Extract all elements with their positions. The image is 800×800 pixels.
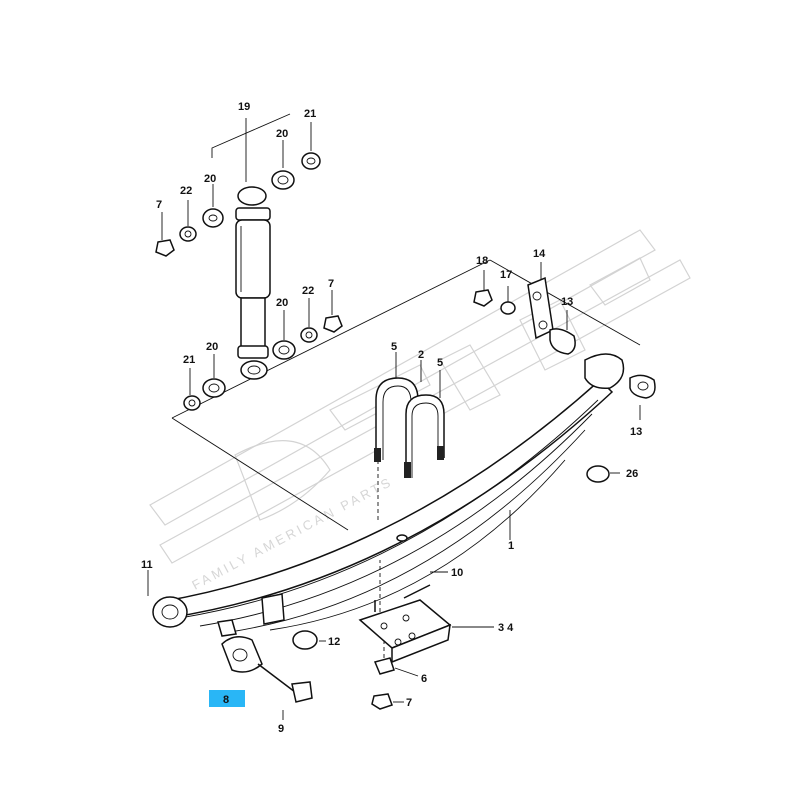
label-9: 9	[278, 723, 284, 735]
spring-seat	[292, 465, 620, 710]
label-20-top-right: 20	[276, 128, 288, 140]
label-6: 6	[421, 673, 427, 685]
label-5-left: 5	[391, 341, 397, 353]
label-13-upper: 13	[561, 296, 573, 308]
label-3-4: 3 4	[498, 622, 514, 634]
label-19: 19	[238, 101, 250, 113]
label-26: 26	[626, 468, 638, 480]
label-22-mid: 22	[302, 285, 314, 297]
part-8-highlight	[209, 690, 245, 707]
label-7-mid: 7	[328, 278, 334, 290]
label-20-mid: 20	[276, 297, 288, 309]
label-7-top: 7	[156, 199, 162, 211]
label-2: 2	[418, 349, 424, 361]
label-22-top: 22	[180, 185, 192, 197]
label-21-mid: 21	[183, 354, 195, 366]
leaf-spring	[152, 353, 625, 633]
part-labels: 19 21 20 22 20 7 20 22 7 21 20 5 2 5 18 …	[141, 101, 642, 735]
label-13-lower: 13	[630, 426, 642, 438]
label-12: 12	[328, 636, 340, 648]
lower-mount-parts	[183, 315, 343, 411]
label-11: 11	[141, 559, 153, 571]
front-eye-parts	[147, 570, 313, 720]
assembly-guides	[171, 259, 641, 665]
label-8: 8	[223, 694, 229, 706]
label-1: 1	[508, 540, 514, 552]
label-14: 14	[533, 248, 546, 260]
u-bolts	[374, 352, 445, 478]
label-7-bottom: 7	[406, 697, 412, 709]
label-17: 17	[500, 269, 512, 281]
upper-mount-parts	[155, 152, 321, 257]
shackle-assembly	[473, 262, 656, 420]
label-18: 18	[476, 255, 488, 267]
label-10: 10	[451, 567, 463, 579]
label-20-low: 20	[206, 341, 218, 353]
leaders-shock	[161, 113, 333, 395]
label-5-right: 5	[437, 357, 443, 369]
shock-absorber	[235, 186, 271, 380]
label-20-top-left: 20	[204, 173, 216, 185]
label-21-top: 21	[304, 108, 316, 120]
